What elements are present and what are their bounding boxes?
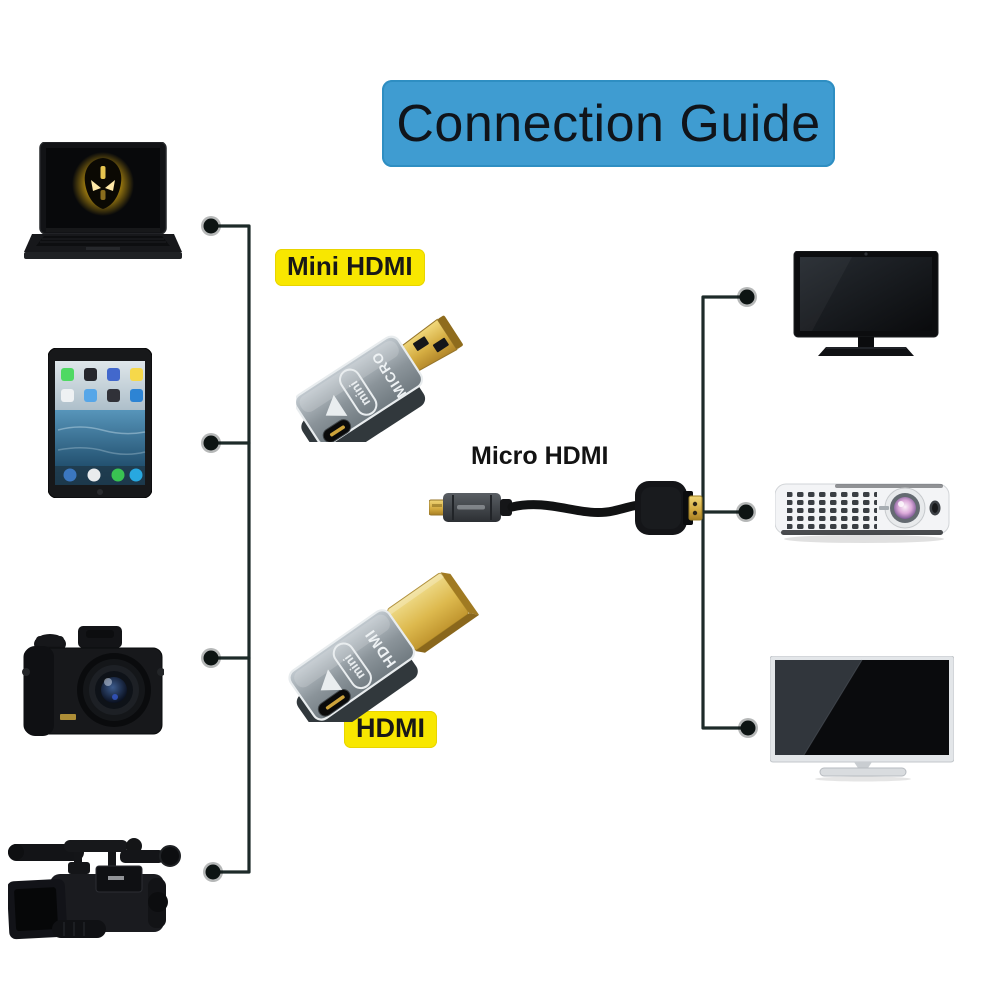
adapter-hdmi: HDMI mini	[286, 550, 496, 722]
title-banner: Connection Guide	[382, 80, 835, 167]
device-tv	[770, 656, 954, 782]
adapter-arrow-icon	[320, 669, 343, 691]
hdmi-label: HDMI	[344, 711, 437, 748]
device-tablet	[48, 348, 152, 498]
adapter-mini-hdmi: MICRO mini	[296, 292, 501, 442]
device-monitor	[792, 251, 940, 359]
device-camera	[22, 620, 164, 748]
tv-icon	[770, 656, 954, 782]
page-title: Connection Guide	[396, 94, 821, 153]
tablet-app-icons	[61, 368, 143, 402]
projector-icon	[775, 483, 950, 543]
device-projector	[775, 476, 953, 544]
micro-hdmi-label: Micro HDMI	[471, 442, 609, 470]
left-bus-line	[209, 224, 251, 874]
micro-hdmi-cable	[429, 474, 703, 546]
hdmi-adapter-icon: HDMI mini	[288, 572, 480, 722]
mini-hdmi-adapter-icon: MICRO mini	[296, 315, 463, 442]
tablet-icon	[48, 348, 152, 498]
device-camcorder	[8, 828, 188, 954]
monitor-icon	[793, 251, 939, 356]
camcorder-icon	[8, 838, 181, 940]
micro-hdmi-cable-icon	[429, 481, 703, 535]
camera-icon	[22, 626, 164, 736]
laptop-icon	[24, 142, 182, 259]
device-laptop	[24, 142, 182, 264]
adapter-arrow-icon	[325, 394, 348, 416]
junction-dots	[201, 216, 758, 882]
mini-hdmi-label: Mini HDMI	[275, 249, 425, 286]
